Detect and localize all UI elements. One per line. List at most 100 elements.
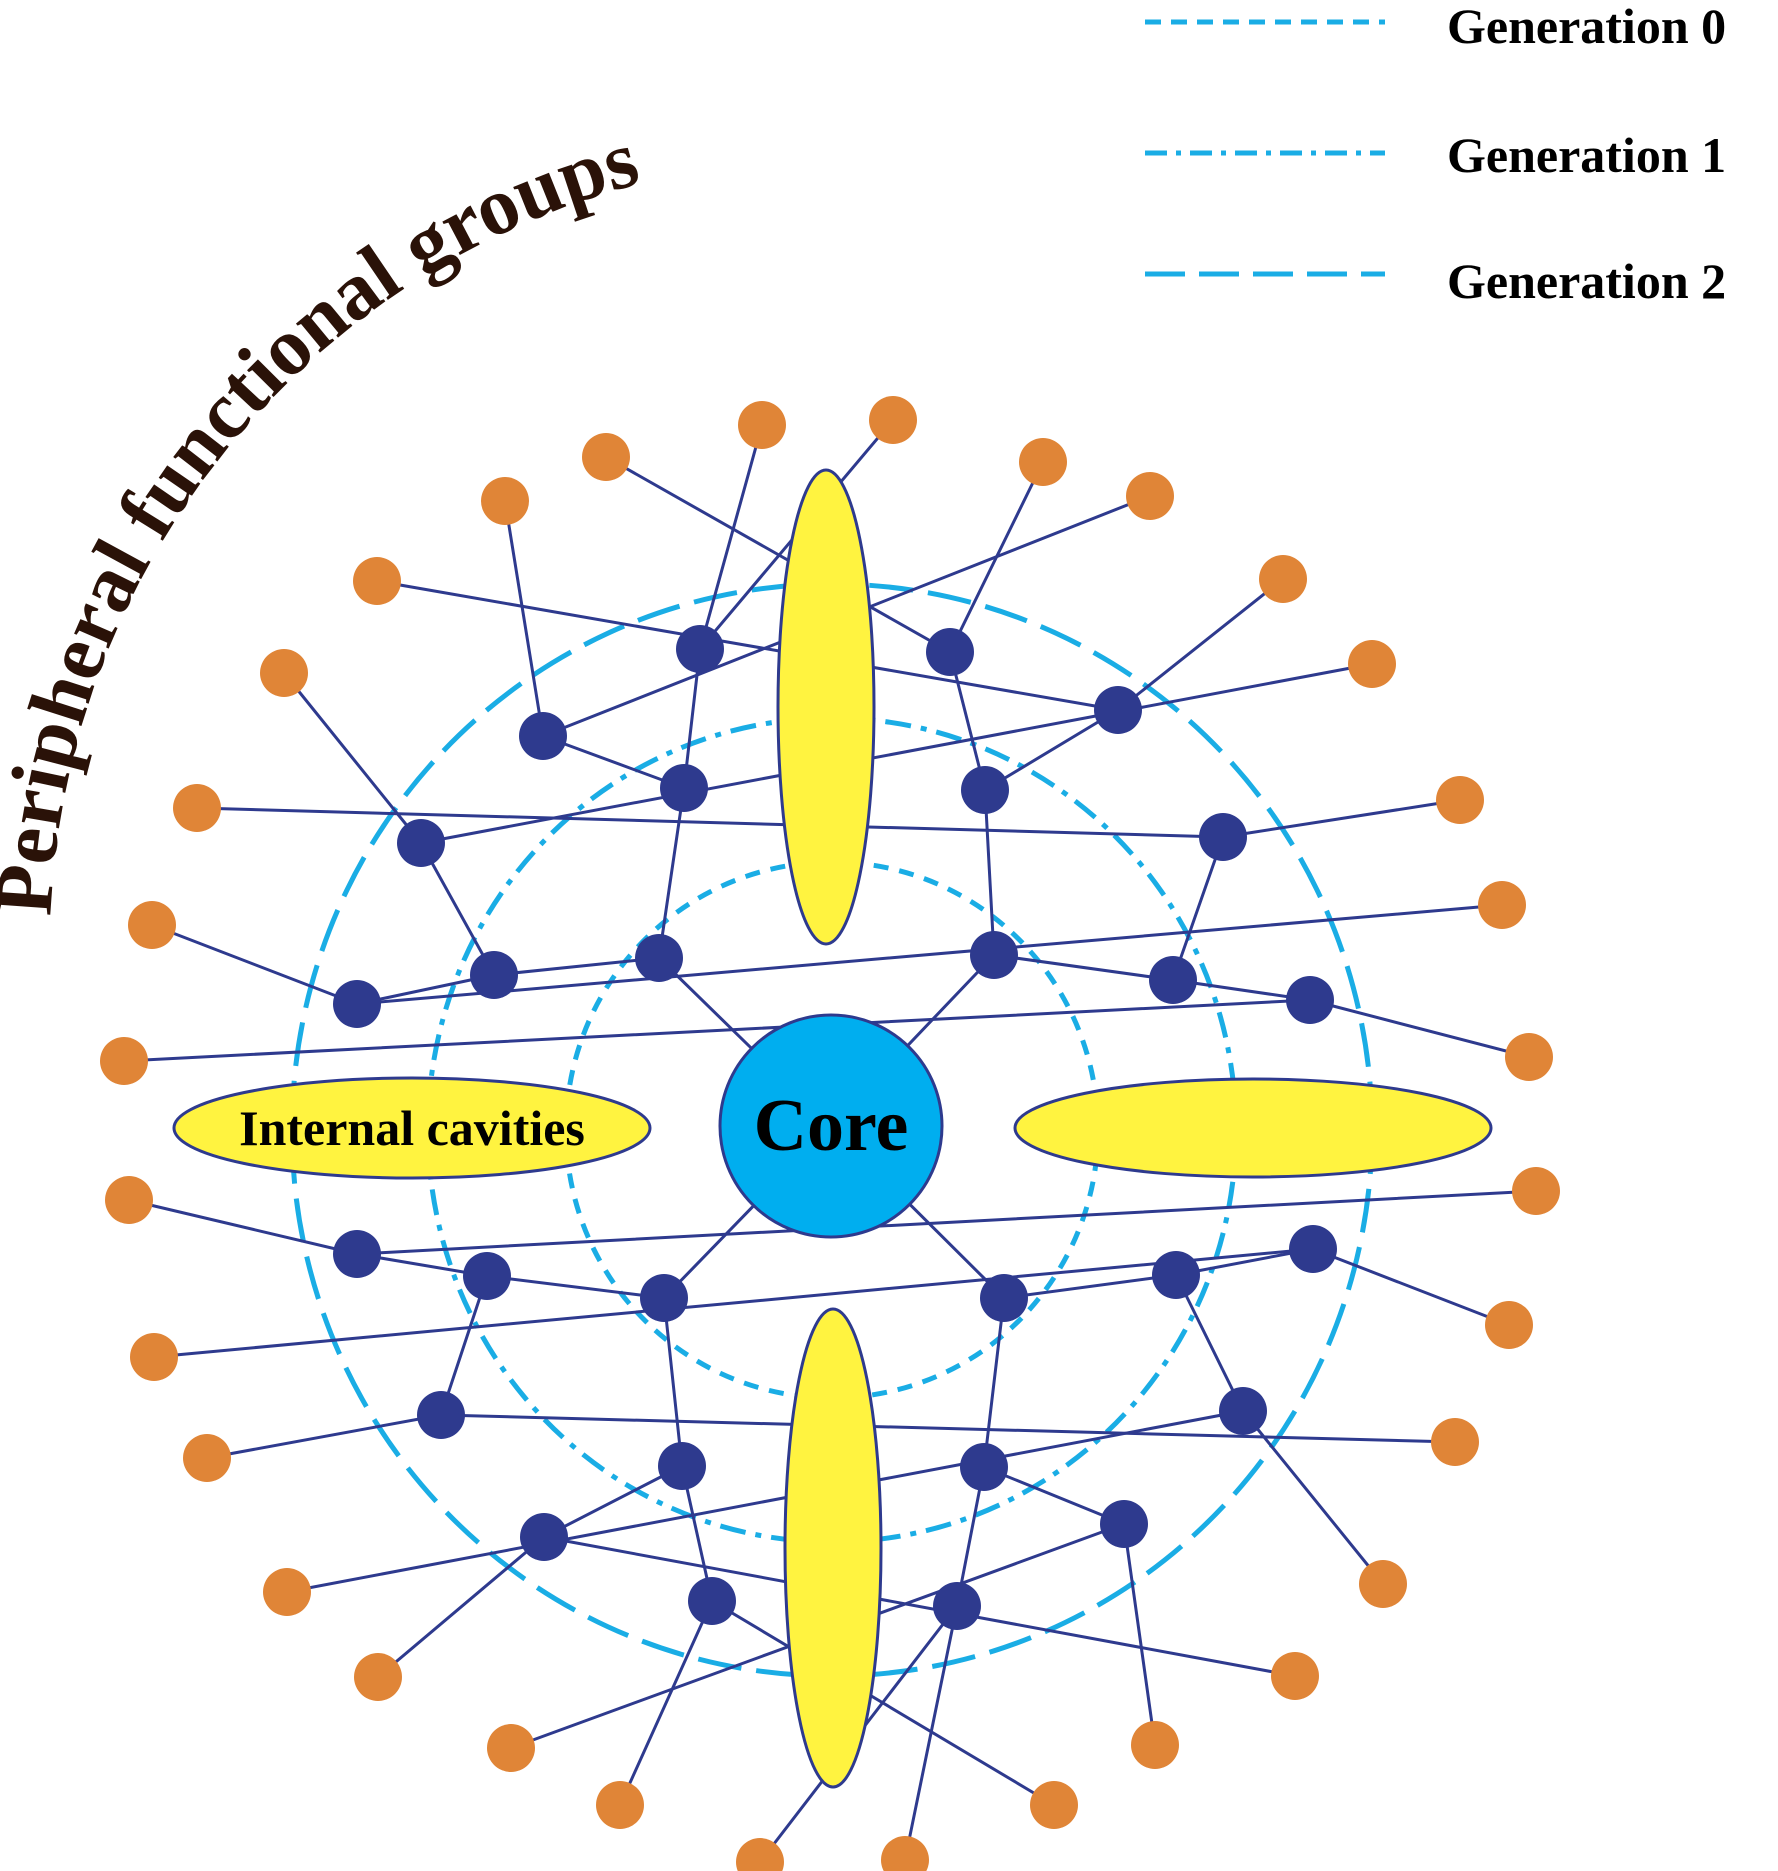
- internal-cavities-label: Internal cavities: [239, 1100, 585, 1156]
- peripheral-group-dot: [105, 1176, 153, 1224]
- peripheral-group-dot: [1505, 1033, 1553, 1081]
- bond-line: [542, 1535, 1297, 1678]
- peripheral-group-dot: [1030, 1781, 1078, 1829]
- bond-line: [122, 998, 1312, 1063]
- peripheral-group-dot: [173, 784, 221, 832]
- branch-node: [640, 1274, 688, 1322]
- bond-line: [492, 956, 661, 977]
- branch-node: [1199, 813, 1247, 861]
- bond-line: [1116, 577, 1285, 712]
- bond-line: [355, 1189, 1538, 1256]
- peripheral-group-dot: [582, 433, 630, 481]
- bond-line: [282, 671, 423, 845]
- bond-line: [439, 1413, 1457, 1444]
- bond-line: [419, 841, 496, 977]
- bond-line: [983, 788, 996, 957]
- bond-line: [604, 455, 952, 654]
- bond-line: [150, 923, 359, 1006]
- peripheral-group-dot: [869, 396, 917, 444]
- branch-node: [1289, 1225, 1337, 1273]
- peripheral-group-dot: [1485, 1301, 1533, 1349]
- bond-line: [1002, 1273, 1178, 1300]
- core-label: Core: [754, 1085, 909, 1167]
- peripheral-group-dot: [100, 1037, 148, 1085]
- peripheral-group-dot: [1019, 438, 1067, 486]
- peripheral-group-dot: [353, 557, 401, 605]
- bond-line: [618, 1599, 714, 1807]
- bond-line: [152, 1247, 1315, 1359]
- branch-node: [417, 1391, 465, 1439]
- peripheral-groups-label: Peripheral functional groups: [0, 112, 647, 918]
- branch-node: [1219, 1387, 1267, 1435]
- branch-node: [658, 1442, 706, 1490]
- bond-line: [376, 1535, 546, 1679]
- peripheral-group-dot: [738, 401, 786, 449]
- bond-line: [503, 499, 545, 738]
- legend-label-generation-0: Generation 0: [1447, 0, 1726, 54]
- branch-node: [463, 1252, 511, 1300]
- branch-nodes: [333, 625, 1337, 1630]
- peripheral-group-dot: [1359, 1560, 1407, 1608]
- peripheral-group-dot: [1478, 881, 1526, 929]
- peripheral-group-dot: [1512, 1167, 1560, 1215]
- branch-node: [333, 980, 381, 1028]
- branch-node: [676, 625, 724, 673]
- peripheral-group-dot: [596, 1781, 644, 1829]
- peripheral-group-dot: [263, 1568, 311, 1616]
- branch-node: [1100, 1500, 1148, 1548]
- branch-node: [926, 628, 974, 676]
- legend: Generation 0 Generation 1 Generation 2: [1145, 0, 1726, 309]
- bond-line: [419, 662, 1374, 845]
- peripheral-group-dot: [1431, 1418, 1479, 1466]
- cavity-bottom: [783, 1307, 883, 1789]
- peripheral-group-dot: [128, 901, 176, 949]
- bond-line: [355, 903, 1504, 1006]
- bond-line: [982, 1296, 1006, 1469]
- bond-line: [983, 708, 1120, 792]
- peripheral-group-dot: [881, 1836, 929, 1871]
- bond-line: [195, 806, 1225, 839]
- branch-node: [933, 1582, 981, 1630]
- branch-node: [961, 766, 1009, 814]
- legend-label-generation-1: Generation 1: [1447, 127, 1726, 183]
- branch-node: [470, 951, 518, 999]
- internal-cavities: [172, 468, 1493, 1789]
- cavity-top: [776, 468, 876, 946]
- bond-line: [542, 1464, 684, 1539]
- bond-line: [992, 953, 1175, 982]
- bond-line: [903, 1604, 959, 1862]
- bond-line: [375, 579, 1120, 712]
- peripheral-group-dot: [1436, 776, 1484, 824]
- bond-line: [657, 786, 686, 960]
- peripheral-group-dot: [481, 477, 529, 525]
- peripheral-group-dot: [354, 1653, 402, 1701]
- bond-line: [541, 734, 686, 790]
- branch-node: [1149, 956, 1197, 1004]
- bond-line: [982, 1465, 1126, 1526]
- branch-node: [397, 819, 445, 867]
- branch-node: [970, 931, 1018, 979]
- peripheral-group-dot: [1259, 555, 1307, 603]
- peripheral-group-dot: [736, 1838, 784, 1871]
- branch-node: [1094, 686, 1142, 734]
- cavity-left: [172, 1076, 652, 1180]
- peripheral-group-dot: [183, 1434, 231, 1482]
- branch-node: [1286, 976, 1334, 1024]
- core-circle: [718, 1013, 944, 1239]
- peripheral-group-dot: [1348, 640, 1396, 688]
- bond-line: [662, 1296, 684, 1468]
- branch-node: [980, 1274, 1028, 1322]
- branch-node: [333, 1230, 381, 1278]
- bond-line: [1311, 1247, 1511, 1327]
- branch-node: [519, 712, 567, 760]
- bond-line: [1122, 1522, 1157, 1747]
- bond-line: [1174, 1273, 1245, 1413]
- bond-line: [1221, 798, 1462, 839]
- legend-label-generation-2: Generation 2: [1447, 253, 1726, 309]
- bond-line: [1171, 835, 1225, 982]
- branch-node: [660, 764, 708, 812]
- bond-line: [698, 423, 764, 651]
- peripheral-group-dot: [487, 1724, 535, 1772]
- peripheral-group-dot: [1131, 1721, 1179, 1769]
